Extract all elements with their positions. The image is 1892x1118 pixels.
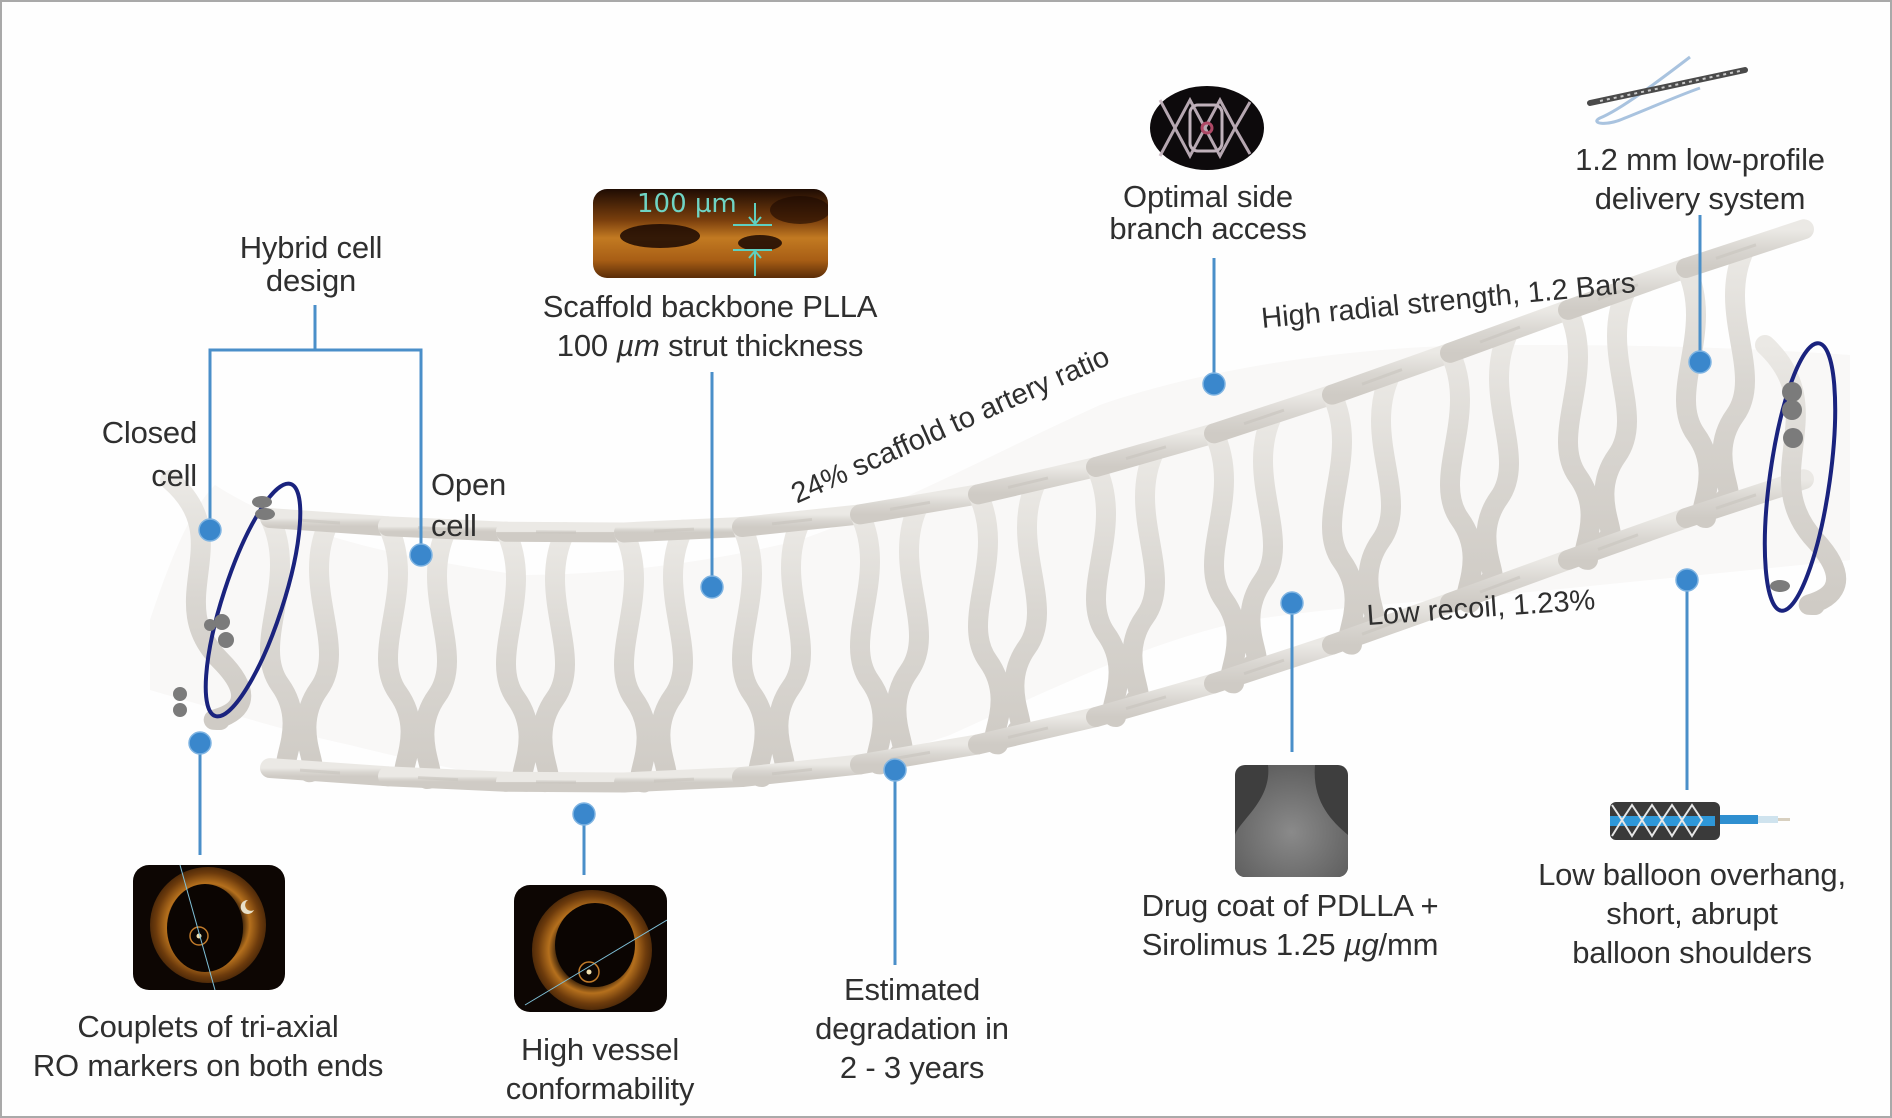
label-ro-markers-line2: RO markers on both ends — [32, 1048, 384, 1083]
label-scaffold-backbone-line2: 100 µm strut thickness — [510, 326, 910, 365]
scaffold-link-slot — [417, 776, 459, 782]
dot-side-branch — [1202, 372, 1226, 396]
scaffold-link-slot — [1007, 726, 1049, 739]
drug-dose-text: Sirolimus 1.25 — [1141, 927, 1344, 962]
label-side-branch-line1: Optimal side — [1123, 179, 1293, 214]
label-vessel-line2: conformability — [505, 1071, 695, 1106]
scaffold-link-slot — [1715, 493, 1757, 510]
scaffold-link-slot — [1007, 476, 1049, 489]
scaffold-link-slot — [1361, 618, 1403, 636]
label-side-branch: Optimal side branch access — [1058, 177, 1358, 248]
label-degradation-line1: Estimated — [843, 972, 981, 1007]
scaffold-link-slot — [771, 767, 813, 776]
scaffold-link-slot — [1125, 445, 1167, 461]
label-degradation-line3: 2 - 3 years — [839, 1050, 985, 1085]
scaffold-link-slot — [771, 517, 813, 526]
oct-cross-section-image — [133, 865, 285, 990]
scaffold-link-slot — [889, 750, 931, 761]
label-balloon-line1: Low balloon overhang, — [1538, 857, 1846, 892]
dot-delivery-system — [1688, 350, 1712, 374]
scaffold-link-slot — [1597, 283, 1639, 301]
dot-scaffold-backbone — [700, 575, 724, 599]
label-ro-markers: Couplets of tri-axial RO markers on both… — [8, 1007, 408, 1085]
scaffold-ring — [378, 516, 457, 790]
drug-dose-unit: µg — [1343, 927, 1379, 962]
scaffold-ring — [968, 470, 1047, 755]
label-open-cell-line2: cell — [431, 508, 477, 543]
ro-markers — [173, 382, 1803, 717]
strut-thickness-inset-label: 100 µm — [637, 189, 737, 219]
label-hybrid-cell-line2: design — [265, 263, 357, 298]
dot-drug-coat — [1280, 591, 1304, 615]
scaffold-body — [150, 219, 1850, 793]
scaffold-link-slot — [1243, 658, 1285, 676]
drug-dose-per-length: /mm — [1378, 927, 1439, 962]
label-balloon-line2: short, abrupt — [1606, 896, 1778, 931]
scaffold-link-slot — [1479, 325, 1521, 344]
label-closed-cell-line2: cell — [151, 458, 197, 493]
dot-vessel — [572, 802, 596, 826]
label-open-cell: Open cell — [431, 465, 551, 545]
strut-thickness-text: strut thickness — [668, 328, 864, 363]
label-hybrid-cell: Hybrid cell design — [211, 228, 411, 300]
scaffold-link-slot — [299, 518, 341, 525]
label-vessel-conformability: High vessel conformability — [450, 1030, 750, 1108]
scaffold-end-view-image — [1150, 86, 1264, 170]
scaffold-link-slot — [1715, 243, 1757, 260]
label-degradation: Estimated degradation in 2 - 3 years — [762, 970, 1062, 1087]
balloon-catheter-image — [1610, 802, 1790, 840]
label-drug-coat: Drug coat of PDLLA + Sirolimus 1.25 µg/m… — [1110, 886, 1470, 964]
scaffold-outline — [150, 345, 1850, 790]
dot-open-cell — [409, 543, 433, 567]
scaffold-ring — [732, 510, 811, 787]
connector-lines — [198, 215, 1702, 965]
scaffold-link-slot — [417, 526, 459, 532]
label-balloon-line3: balloon shoulders — [1572, 935, 1812, 970]
label-scaffold-backbone: Scaffold backbone PLLA 100 µm strut thic… — [510, 287, 910, 365]
label-delivery-system-line2: delivery system — [1594, 181, 1806, 216]
label-side-branch-line2: branch access — [1109, 211, 1307, 246]
scaffold-link-slot — [1243, 408, 1285, 426]
scaffold-ring — [260, 508, 339, 783]
label-open-cell-line1: Open — [431, 467, 507, 502]
scaffold-link-slot — [889, 500, 931, 511]
scaffold-link-slot — [1597, 533, 1639, 551]
scaffold-link-slot — [1125, 695, 1167, 711]
sem-strut-image — [1235, 765, 1348, 877]
dot-ro-markers — [188, 731, 212, 755]
label-drug-coat-line1: Drug coat of PDLLA + — [1141, 888, 1439, 923]
dot-closed-cell — [198, 518, 222, 542]
scaffold-ring — [496, 521, 575, 793]
label-vessel-line1: High vessel — [520, 1032, 680, 1067]
scaffold-link-slot — [1479, 575, 1521, 594]
label-closed-cell: Closed cell — [60, 413, 197, 495]
label-degradation-line2: degradation in — [815, 1011, 1009, 1046]
label-closed-cell-line1: Closed — [101, 415, 197, 450]
dot-balloon — [1675, 568, 1699, 592]
scaffold-link-slot — [1361, 368, 1403, 386]
scaffold-ring — [850, 494, 929, 775]
catheter-image — [1587, 55, 1748, 125]
label-delivery-system: 1.2 mm low-profile delivery system — [1540, 140, 1860, 218]
scaffold-link-slot — [653, 527, 695, 533]
dot-degradation — [883, 758, 907, 782]
strut-thickness-value: 100 — [556, 328, 608, 363]
ro-marker-ellipse-right — [1762, 341, 1838, 613]
label-delivery-system-line1: 1.2 mm low-profile — [1575, 142, 1825, 177]
label-scaffold-backbone-line1: Scaffold backbone PLLA — [542, 289, 878, 324]
strut-thickness-image — [593, 189, 828, 278]
label-ro-markers-line1: Couplets of tri-axial — [77, 1009, 339, 1044]
scaffold-link-slot — [299, 768, 341, 775]
label-hybrid-cell-line1: Hybrid cell — [239, 230, 383, 265]
label-balloon: Low balloon overhang, short, abrupt ball… — [1512, 855, 1872, 972]
oct-cross-section-image — [514, 885, 667, 1012]
strut-thickness-unit: µm — [616, 328, 660, 363]
label-drug-coat-line2: Sirolimus 1.25 µg/mm — [1110, 925, 1470, 964]
scaffold-ring — [614, 519, 693, 793]
ro-marker-ellipse-left — [203, 481, 303, 719]
scaffold-link-slot — [653, 777, 695, 783]
